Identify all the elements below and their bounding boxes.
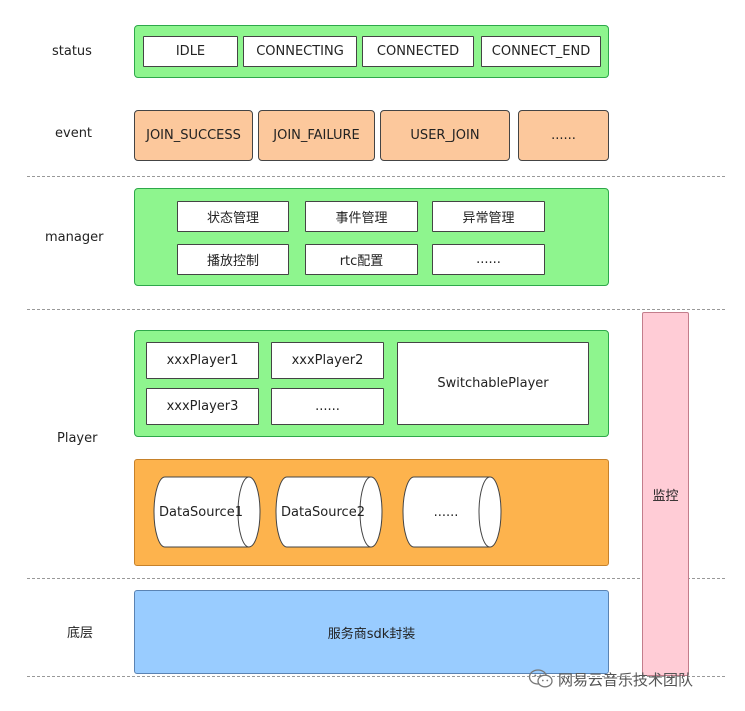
row-label-player: Player [57, 431, 98, 446]
event-join-failure: JOIN_FAILURE [258, 110, 375, 161]
row-label-event: event [55, 126, 93, 141]
manager-more: ...... [432, 244, 545, 275]
manager-playback: 播放控制 [177, 244, 289, 275]
player-item-more: ...... [271, 388, 384, 425]
watermark: 网易云音乐技术团队 [528, 666, 693, 692]
switchable-player: SwitchablePlayer [397, 342, 589, 425]
manager-rtc-config: rtc配置 [305, 244, 418, 275]
event-join-success: JOIN_SUCCESS [134, 110, 253, 161]
manager-layer: 状态管理 事件管理 异常管理 播放控制 rtc配置 ...... [134, 188, 609, 286]
sdk-wrapper-layer: 服务商sdk封装 [134, 590, 609, 674]
separator-line [27, 578, 725, 579]
datasource-cylinder-more: ...... [402, 476, 502, 548]
player-layer: xxxPlayer1 xxxPlayer2 xxxPlayer3 ...... … [134, 330, 609, 437]
datasource-label-more: ...... [433, 504, 459, 520]
datasource-cylinder-1: DataSource1 [153, 476, 261, 548]
monitor-column: 监控 [642, 312, 689, 676]
status-layer: IDLE CONNECTING CONNECTED CONNECT_END [134, 25, 609, 78]
event-user-join: USER_JOIN [380, 110, 510, 161]
manager-state: 状态管理 [177, 201, 289, 232]
player-item-3: xxxPlayer3 [146, 388, 259, 425]
event-more: ...... [518, 110, 609, 161]
status-connect-end: CONNECT_END [481, 36, 601, 67]
separator-line [27, 309, 725, 310]
manager-exception: 异常管理 [432, 201, 545, 232]
datasource-label-1: DataSource1 [159, 504, 243, 520]
datasource-cylinder-2: DataSource2 [275, 476, 383, 548]
player-item-2: xxxPlayer2 [271, 342, 384, 379]
status-connecting: CONNECTING [243, 36, 357, 67]
wechat-icon [528, 669, 553, 688]
separator-line [27, 176, 725, 177]
separator-line [27, 676, 725, 677]
player-item-1: xxxPlayer1 [146, 342, 259, 379]
row-label-bottom: 底层 [67, 626, 94, 641]
status-connected: CONNECTED [362, 36, 474, 67]
datasource-layer: DataSource1 DataSource2 ...... [134, 459, 609, 566]
row-label-manager: manager [45, 230, 104, 245]
status-idle: IDLE [143, 36, 238, 67]
watermark-text: 网易云音乐技术团队 [558, 670, 694, 689]
row-label-status: status [52, 44, 92, 59]
datasource-label-2: DataSource2 [281, 504, 365, 520]
manager-event: 事件管理 [305, 201, 418, 232]
